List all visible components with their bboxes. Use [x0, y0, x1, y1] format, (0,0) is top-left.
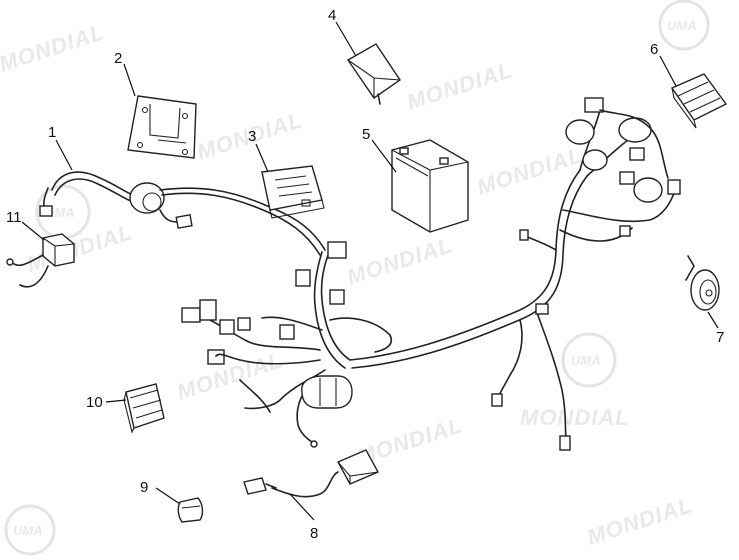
svg-text:UMA: UMA [13, 523, 43, 538]
watermark-brand: MONDIAL [474, 142, 586, 200]
part-3-fuse-box [261, 165, 325, 219]
watermark-brand: MONDIAL [174, 347, 286, 405]
watermark-logo: UMA [658, 0, 710, 51]
callout-10: 10 [86, 394, 103, 411]
part-7-horn [685, 255, 720, 311]
part-1-front-harness-branch [39, 171, 326, 256]
part-8-ignition-coil [243, 449, 379, 498]
callout-2: 2 [114, 50, 122, 67]
watermark-brand: MONDIAL [520, 405, 630, 430]
part-10-relay-module [123, 383, 165, 434]
part-11-relay [6, 233, 75, 288]
part-2-bracket [127, 95, 197, 159]
part-4-control-unit [346, 43, 401, 105]
callout-9: 9 [140, 479, 148, 496]
callout-3: 3 [248, 128, 256, 145]
watermark-logo: UMA [4, 504, 56, 556]
main-wiring-harness [181, 97, 681, 451]
callout-5: 5 [362, 126, 370, 143]
callout-8: 8 [310, 525, 318, 542]
watermark-brand: MONDIAL [344, 232, 456, 290]
callout-7: 7 [716, 329, 724, 346]
callout-labels: 1 2 3 4 5 6 7 8 9 10 11 [6, 7, 724, 542]
watermark-brand: MONDIAL [584, 492, 696, 550]
callout-1: 1 [48, 124, 56, 141]
callout-6: 6 [650, 41, 658, 58]
part-6-regulator [670, 73, 728, 129]
watermark-brand: MONDIAL [0, 19, 108, 77]
part-5-battery [391, 139, 469, 233]
callout-4: 4 [328, 7, 336, 24]
watermark-logo: UMA [561, 332, 617, 388]
callout-11: 11 [6, 209, 22, 226]
svg-text:UMA: UMA [667, 18, 697, 33]
leader-lines [21, 21, 719, 521]
svg-text:UMA: UMA [571, 353, 601, 368]
watermark-brand: MONDIAL [404, 57, 516, 115]
part-9-rubber-cap [177, 497, 204, 523]
